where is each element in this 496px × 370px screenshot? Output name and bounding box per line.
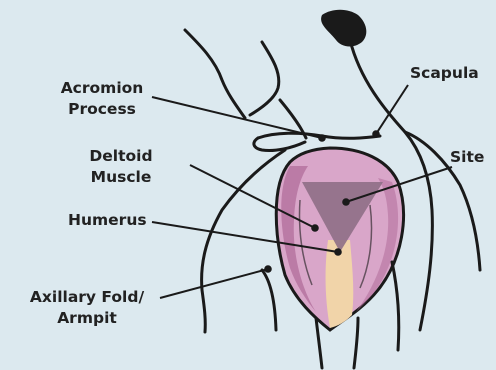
acromion-label-line2: Process: [48, 99, 156, 120]
acromion-process-label: Acromion Process: [48, 78, 156, 120]
neck-outline: [250, 42, 279, 115]
arm-back-outline: [392, 262, 399, 350]
axillary-leader: [160, 269, 268, 298]
site-label: Site: [450, 147, 484, 168]
acromion-tip-outline: [254, 138, 305, 151]
acromion-dot: [318, 134, 326, 142]
axillary-label-line2: Armpit: [12, 308, 162, 329]
humerus-dot: [334, 248, 342, 256]
axillary-fold-outline: [262, 270, 276, 330]
deltoid-label-line2: Muscle: [66, 167, 176, 188]
scapula-dot: [372, 130, 380, 138]
deltoid-label-line1: Deltoid: [66, 146, 176, 167]
head-outline: [185, 30, 245, 118]
acromion-label-line1: Acromion: [48, 78, 156, 99]
scapula-label: Scapula: [410, 63, 479, 84]
axillary-label-line1: Axillary Fold/: [12, 287, 162, 308]
acromion-leader: [152, 97, 322, 138]
site-dot: [342, 198, 350, 206]
humerus-label: Humerus: [68, 210, 147, 231]
deltoid-dot: [311, 224, 319, 232]
scapula-leader: [376, 85, 408, 134]
axillary-fold-label: Axillary Fold/ Armpit: [12, 287, 162, 329]
deltoid-muscle-label: Deltoid Muscle: [66, 146, 176, 188]
hair-shape: [321, 10, 366, 47]
axillary-dot: [264, 265, 272, 273]
